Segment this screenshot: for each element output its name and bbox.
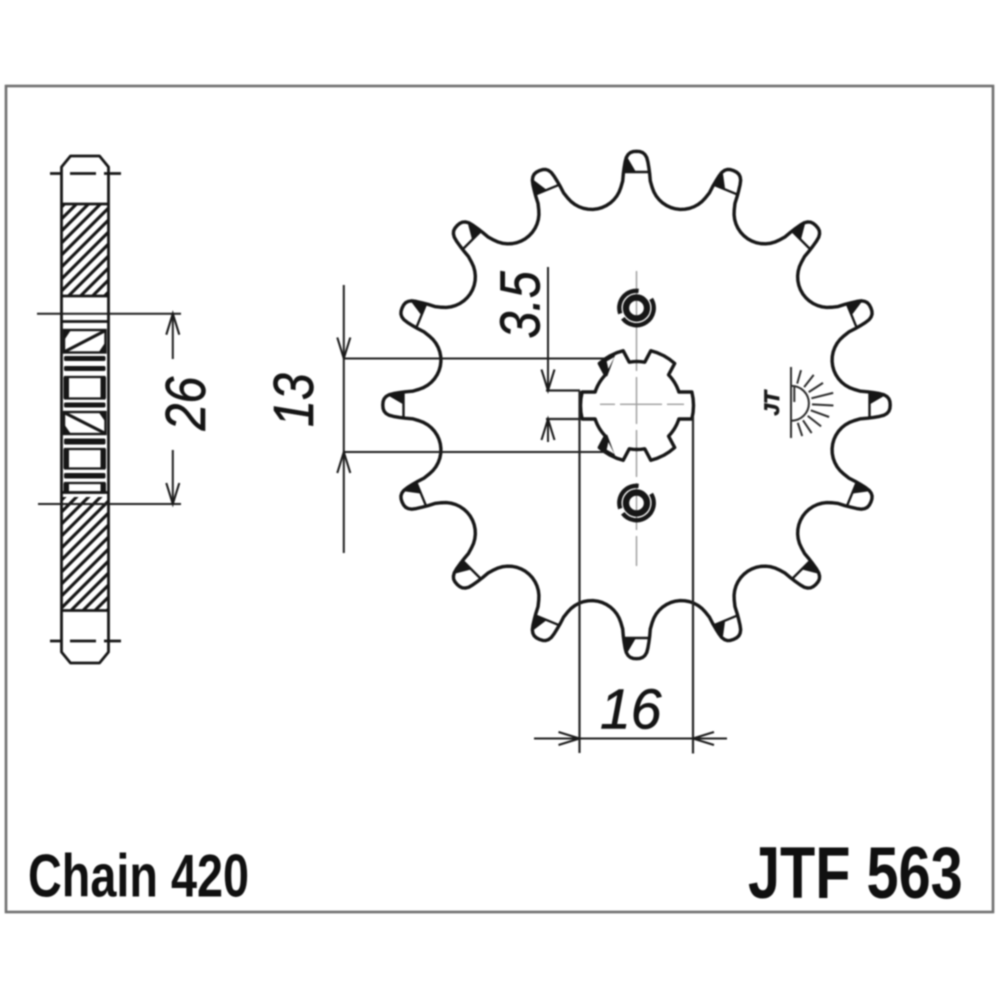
svg-text:3.5: 3.5 xyxy=(489,271,553,339)
svg-text:JT: JT xyxy=(761,389,784,416)
svg-text:16: 16 xyxy=(600,677,662,741)
svg-text:26: 26 xyxy=(154,376,218,431)
svg-text:13: 13 xyxy=(262,373,326,427)
svg-text:Chain 420: Chain 420 xyxy=(28,843,249,910)
svg-text:JTF 563: JTF 563 xyxy=(748,831,963,913)
